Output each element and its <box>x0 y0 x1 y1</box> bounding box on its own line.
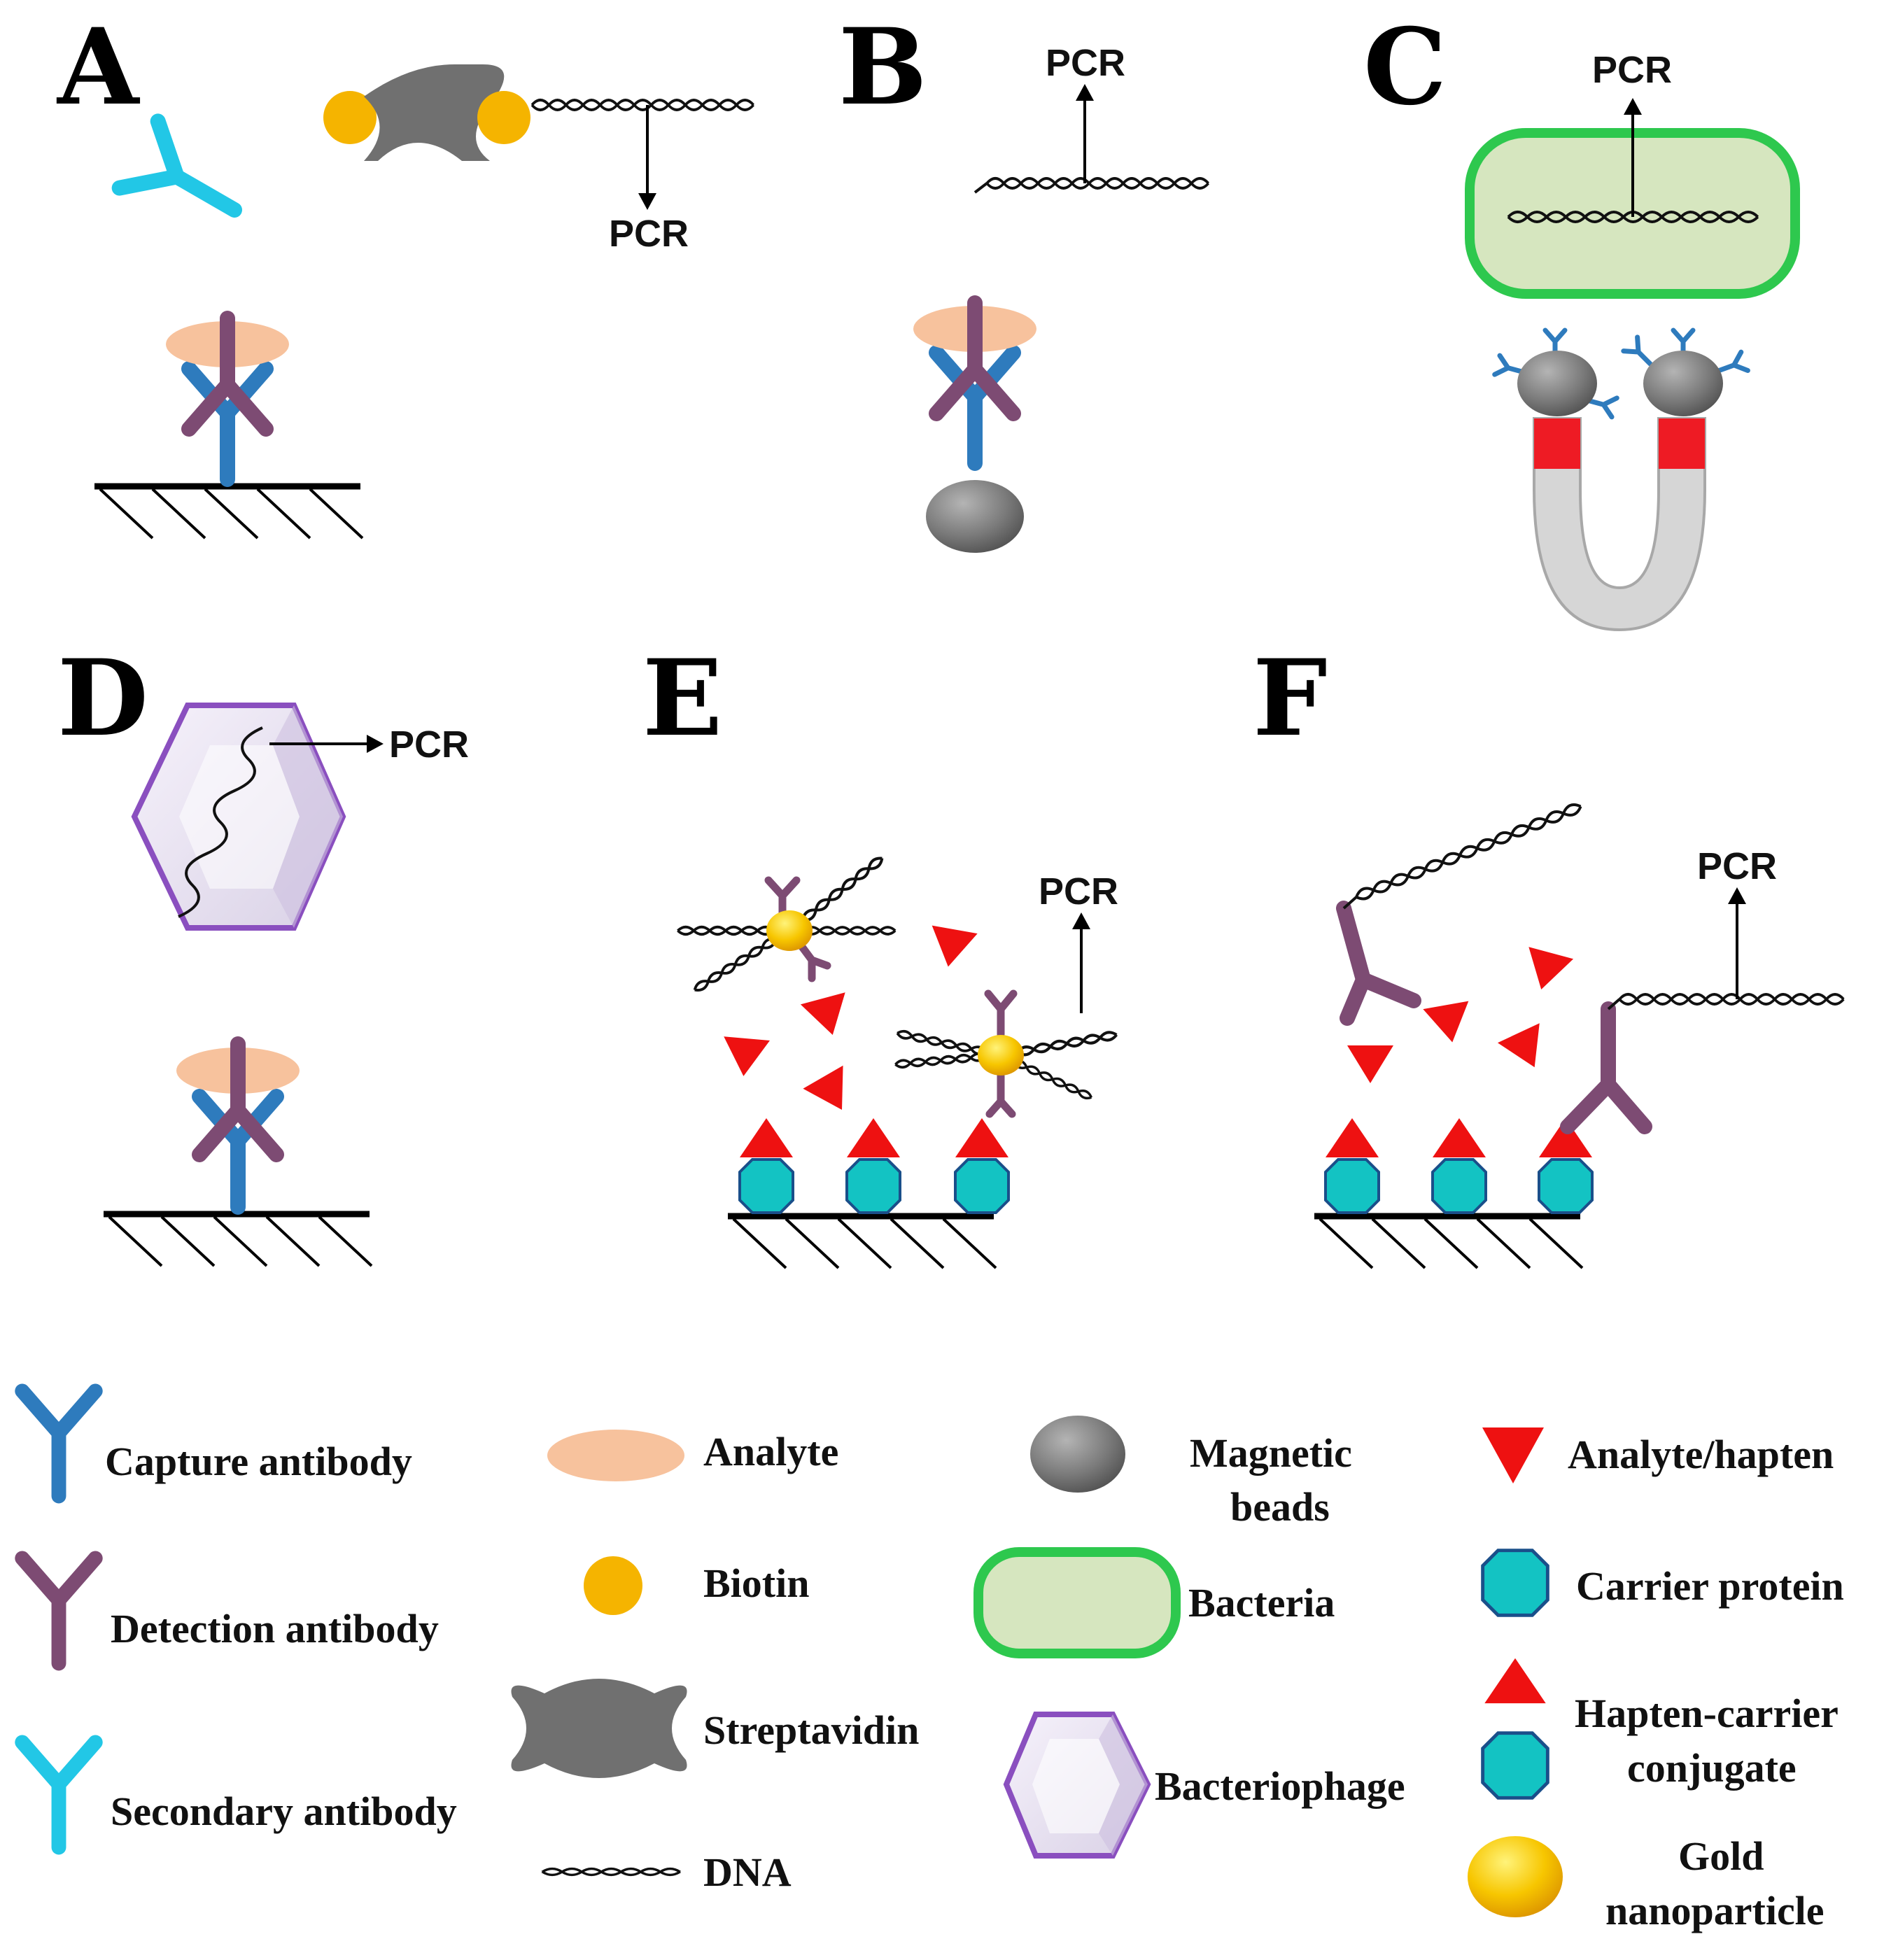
carrier-protein-icon <box>954 1158 1010 1214</box>
analyte-hapten-icon <box>803 1065 862 1122</box>
panel-letter-b: B <box>838 6 927 129</box>
detection-antibody-icon <box>22 1558 96 1663</box>
hapten-icon <box>740 1118 793 1157</box>
analyte-hapten-icon <box>800 992 855 1041</box>
streptavidin-icon <box>511 1679 687 1778</box>
legend-label-analyte: Analyte <box>703 1429 838 1474</box>
hapten-icon <box>1433 1118 1486 1157</box>
analyte-icon <box>547 1430 684 1481</box>
legend-label-magnetic-beads-line1: Magnetic <box>1190 1430 1352 1476</box>
carrier-protein-icon <box>845 1158 901 1214</box>
legend: Capture antibody Detection antibody Seco… <box>22 1391 1844 1933</box>
solid-surface <box>94 486 363 538</box>
analyte-hapten-icon <box>1423 1001 1475 1047</box>
legend-label-secondary-antibody: Secondary antibody <box>111 1789 457 1834</box>
detection-antibody-icon <box>1560 1001 1652 1134</box>
solid-surface <box>728 1216 996 1268</box>
carrier-protein-icon <box>1324 1158 1380 1214</box>
pcr-label: PCR <box>389 724 469 766</box>
gold-nanoparticle-icon <box>978 1035 1024 1076</box>
pcr-label: PCR <box>1697 845 1777 887</box>
magnetic-bead-icon <box>1030 1416 1125 1493</box>
pcr-label: PCR <box>1592 49 1672 91</box>
dna-icon <box>1353 800 1584 903</box>
legend-label-magnetic-beads-line2: beads <box>1230 1484 1330 1530</box>
pcr-label: PCR <box>1039 870 1118 912</box>
detection-antibody-icon <box>1336 901 1421 1026</box>
carrier-protein-icon <box>738 1158 794 1214</box>
magnetic-bead-icon <box>1517 351 1597 416</box>
magnetic-bead-icon <box>926 480 1024 553</box>
analyte-hapten-icon <box>925 925 978 971</box>
legend-label-analyte-hapten: Analyte/hapten <box>1568 1432 1834 1477</box>
carrier-protein-icon <box>1538 1158 1594 1214</box>
panel-b: PCR <box>913 42 1210 553</box>
analyte-hapten-icon <box>1519 947 1574 996</box>
detection-antibody-icon <box>984 989 1018 1038</box>
biotin-icon <box>477 91 530 144</box>
panel-letter-f: F <box>1253 637 1328 760</box>
legend-label-dna: DNA <box>703 1849 792 1895</box>
streptavidin-icon <box>364 64 505 161</box>
detection-antibody-icon <box>985 1072 1016 1118</box>
hapten-icon <box>1484 1658 1546 1704</box>
panel-letter-d: D <box>57 637 148 760</box>
magnet-icon <box>1533 417 1706 632</box>
analyte-hapten-icon <box>720 1036 770 1078</box>
legend-label-gold-np-line1: Gold <box>1678 1833 1764 1879</box>
magnet-pole-icon <box>1659 418 1705 469</box>
gold-nanoparticle-icon <box>1468 1836 1563 1917</box>
bacteriophage-icon <box>131 703 346 931</box>
panel-c: PCR <box>1465 49 1800 632</box>
gold-nanoparticle-icon <box>766 910 813 951</box>
capture-antibody-icon <box>22 1391 96 1496</box>
analyte-hapten-icon <box>1482 1427 1544 1483</box>
hapten-icon <box>955 1118 1008 1157</box>
legend-label-capture-antibody: Capture antibody <box>105 1439 412 1484</box>
dna-icon <box>985 177 1210 190</box>
analyte-hapten-icon <box>1497 1023 1556 1078</box>
pcr-label: PCR <box>1046 42 1125 84</box>
legend-label-gold-np-line2: nanoparticle <box>1605 1888 1825 1933</box>
bacteria-icon <box>973 1547 1181 1658</box>
dna-icon <box>542 1869 680 1875</box>
carrier-protein-icon <box>1431 1158 1487 1214</box>
legend-label-bacteria: Bacteria <box>1188 1580 1335 1626</box>
solid-surface <box>104 1214 372 1266</box>
dna-icon <box>530 99 755 111</box>
panel-letter-e: E <box>642 637 722 760</box>
legend-label-bacteriophage: Bacteriophage <box>1155 1763 1405 1809</box>
panel-letter-c: C <box>1363 6 1447 129</box>
analyte-hapten-icon <box>1347 1045 1393 1083</box>
hapten-icon <box>847 1118 900 1157</box>
hapten-icon <box>1326 1118 1379 1157</box>
solid-surface <box>1314 1216 1582 1268</box>
panel-d: PCR <box>104 703 469 1266</box>
panel-a: PCR <box>94 64 755 538</box>
secondary-antibody-icon <box>22 1742 96 1847</box>
secondary-antibody-icon <box>120 121 254 243</box>
dna-icon <box>1618 993 1846 1006</box>
pcr-label: PCR <box>609 213 689 255</box>
biotin-icon <box>584 1556 642 1615</box>
legend-label-detection-antibody: Detection antibody <box>111 1606 439 1651</box>
magnet-pole-icon <box>1534 418 1580 469</box>
legend-label-streptavidin: Streptavidin <box>703 1707 919 1753</box>
dna-icon <box>178 726 263 918</box>
legend-label-carrier-protein: Carrier protein <box>1576 1563 1844 1609</box>
biotin-icon <box>323 91 377 144</box>
legend-label-hapten-carrier-line1: Hapten-carrier <box>1575 1691 1839 1736</box>
hapten-carrier-conjugate-icon <box>1483 1733 1548 1798</box>
panel-f: PCR <box>1314 800 1846 1268</box>
legend-label-hapten-carrier-line2: conjugate <box>1627 1745 1797 1791</box>
panel-e: PCR <box>676 854 1119 1268</box>
legend-label-biotin: Biotin <box>703 1560 810 1606</box>
bacteriophage-icon <box>1003 1712 1151 1859</box>
magnetic-bead-icon <box>1643 351 1723 416</box>
panel-letter-a: A <box>56 6 141 129</box>
carrier-protein-icon <box>1483 1551 1548 1616</box>
